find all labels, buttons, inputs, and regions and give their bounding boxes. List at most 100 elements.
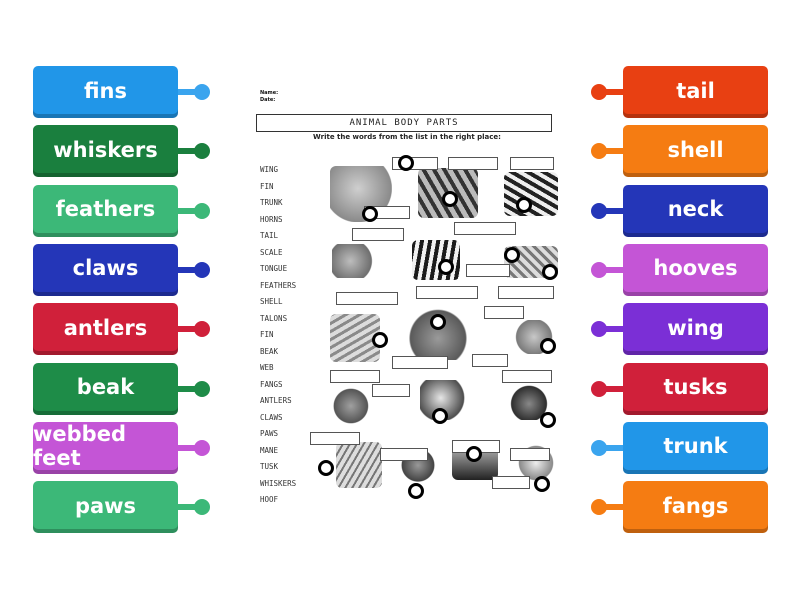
worksheet-word: SHELL <box>260 297 283 306</box>
drop-target[interactable] <box>430 314 446 330</box>
drop-target[interactable] <box>504 247 520 263</box>
tile-connector <box>178 266 200 273</box>
answer-tile-label: whiskers <box>53 137 158 162</box>
connector-dot[interactable] <box>194 84 210 100</box>
right-answer-tile[interactable]: hooves <box>623 243 768 296</box>
connector-dot[interactable] <box>194 261 210 278</box>
answer-tile-label: neck <box>667 197 724 222</box>
worksheet-answer-box <box>336 292 398 305</box>
worksheet-word: TALONS <box>260 313 288 323</box>
worksheet-word: MANE <box>260 445 279 455</box>
worksheet-word: HOOF <box>260 495 279 504</box>
right-answer-tile[interactable]: shell <box>623 125 768 178</box>
connector-dot[interactable] <box>591 321 607 338</box>
worksheet-instruction: Write the words from the list in the rig… <box>313 133 501 141</box>
connector-dot[interactable] <box>194 143 210 160</box>
tile-connector <box>178 385 200 392</box>
left-answer-tile[interactable]: whiskers <box>33 125 178 178</box>
worksheet-word: FIN <box>260 181 274 191</box>
answer-tile-label: antlers <box>63 315 148 340</box>
drop-target[interactable] <box>516 197 532 213</box>
drop-target[interactable] <box>540 338 556 354</box>
drop-target[interactable] <box>540 412 556 428</box>
drop-target[interactable] <box>534 476 550 492</box>
worksheet-answer-box <box>352 228 404 241</box>
worksheet-answer-box <box>466 264 510 277</box>
worksheet-word: BEAK <box>260 346 279 356</box>
connector-dot[interactable] <box>591 84 607 100</box>
left-answer-tile[interactable]: paws <box>33 481 178 534</box>
tile-connector <box>601 504 623 511</box>
worksheet-answer-box <box>380 448 428 461</box>
answer-tile-label: beak <box>76 375 135 399</box>
snake-fangs-picture <box>332 386 374 426</box>
drop-target[interactable] <box>318 460 334 476</box>
left-answer-tile[interactable]: webbed feet <box>33 421 178 474</box>
tile-connector <box>178 207 200 214</box>
worksheet-word: TRUNK <box>260 198 283 207</box>
answer-tile-label: webbed feet <box>33 422 126 471</box>
right-answer-tile[interactable]: trunk <box>623 421 768 474</box>
connector-dot[interactable] <box>194 499 210 516</box>
worksheet-word: WHISKERS <box>260 478 297 488</box>
worksheet-answer-box <box>310 432 360 445</box>
answer-tile-label: hooves <box>653 256 738 281</box>
connector-dot[interactable] <box>591 202 607 219</box>
left-answer-tile[interactable]: beak <box>33 362 178 415</box>
worksheet-word: TONGUE <box>260 264 288 273</box>
worksheet-answer-box <box>510 448 550 461</box>
worksheet-answer-box <box>416 286 478 299</box>
connector-dot[interactable] <box>591 380 607 397</box>
worksheet-answer-box <box>448 157 498 170</box>
left-answer-tile[interactable]: claws <box>33 243 178 296</box>
left-answer-tile[interactable]: antlers <box>33 303 178 356</box>
tile-connector <box>178 504 200 511</box>
worksheet-word: TAIL <box>260 231 279 240</box>
right-answer-tile[interactable]: neck <box>623 184 768 237</box>
worksheet-word: PAWS <box>260 429 279 438</box>
drop-target[interactable] <box>442 191 458 207</box>
connector-dot[interactable] <box>194 380 210 397</box>
right-answer-tile[interactable]: wing <box>623 303 768 356</box>
drop-target[interactable] <box>362 206 378 222</box>
worksheet-answer-box <box>472 354 508 367</box>
worksheet-answer-box <box>484 306 524 319</box>
connector-dot[interactable] <box>591 499 607 516</box>
worksheet-word: FEATHERS <box>260 280 297 290</box>
connector-dot[interactable] <box>194 321 210 338</box>
connector-dot[interactable] <box>194 439 210 456</box>
worksheet-word: ANTLERS <box>260 396 292 405</box>
worksheet-image: Name: Date: ANIMAL BODY PARTS Write the … <box>252 86 562 516</box>
tile-connector <box>178 444 200 451</box>
left-answer-tile[interactable]: fins <box>33 66 178 118</box>
worksheet-answer-box <box>392 356 448 369</box>
worksheet-word: HORNS <box>260 214 283 224</box>
worksheet-word: CLAWS <box>260 412 283 422</box>
drop-target[interactable] <box>438 259 454 275</box>
connector-dot[interactable] <box>591 143 607 160</box>
right-answer-tile[interactable]: tusks <box>623 362 768 415</box>
left-answer-tile[interactable]: feathers <box>33 184 178 237</box>
drop-target[interactable] <box>398 155 414 171</box>
connector-dot[interactable] <box>591 261 607 278</box>
drop-target[interactable] <box>432 408 448 424</box>
connector-dot[interactable] <box>194 202 210 219</box>
drop-target[interactable] <box>542 264 558 280</box>
right-answer-tile[interactable]: fangs <box>623 481 768 534</box>
drop-target[interactable] <box>408 483 424 499</box>
drop-target[interactable] <box>466 446 482 462</box>
answer-tile-label: feathers <box>55 197 156 222</box>
answer-tile-label: trunk <box>663 434 728 459</box>
worksheet-answer-box <box>492 476 530 489</box>
drop-target[interactable] <box>372 332 388 348</box>
tile-connector <box>178 148 200 155</box>
worksheet-answer-box <box>372 384 410 397</box>
tile-connector <box>601 326 623 333</box>
tile-connector <box>601 89 623 95</box>
connector-dot[interactable] <box>591 439 607 456</box>
answer-tile-label: tail <box>676 78 715 103</box>
worksheet-name-label: Name: <box>260 90 279 96</box>
answer-tile-label: wing <box>667 315 724 340</box>
right-answer-tile[interactable]: tail <box>623 66 768 118</box>
answer-tile-label: claws <box>72 256 139 281</box>
